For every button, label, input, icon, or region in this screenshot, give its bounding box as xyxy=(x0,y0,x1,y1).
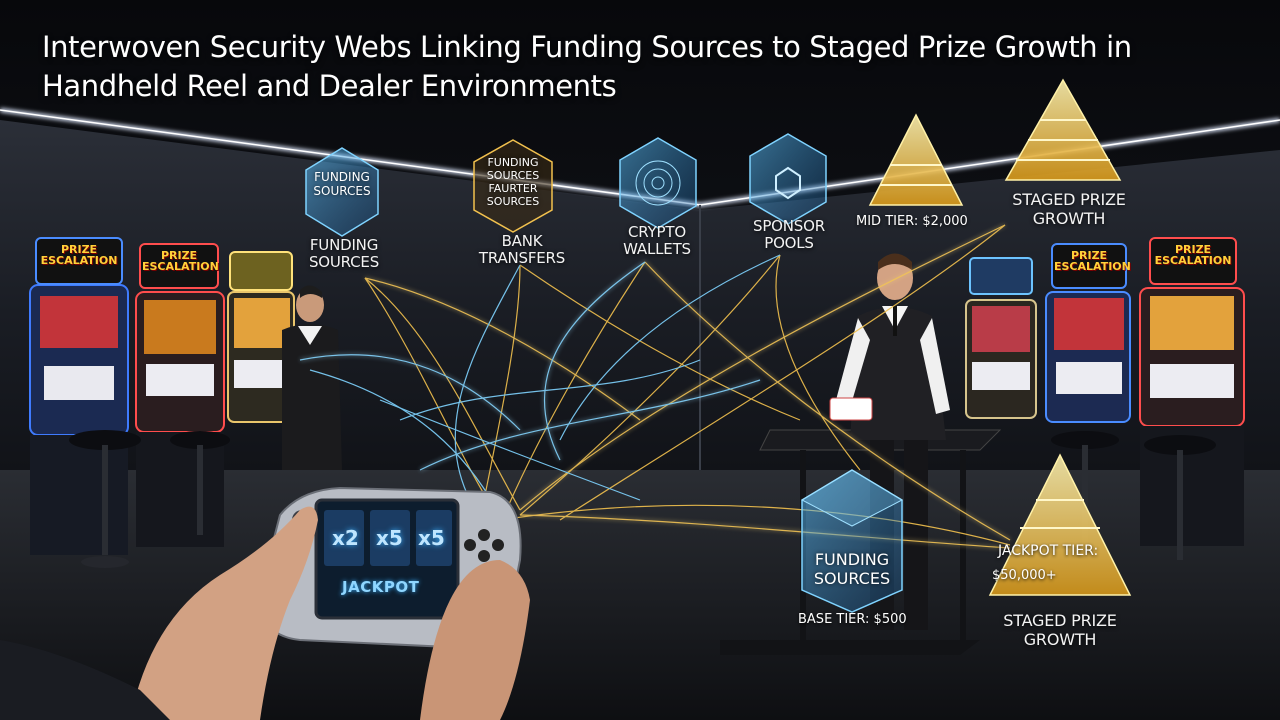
marquee-prize-escalation-right-2: PRIZE ESCALATION xyxy=(1054,249,1131,273)
marquee-prize-escalation-left-2: PRIZE ESCALATION xyxy=(142,249,219,273)
handheld-multiplier-3: x5 xyxy=(418,526,445,550)
handheld-multiplier-2: x5 xyxy=(376,526,403,550)
pyramid-jackpot-tier xyxy=(988,453,1132,596)
page-title: Interwoven Security Webs Linking Funding… xyxy=(42,30,1132,103)
slot-machine-left-1 xyxy=(29,237,129,555)
slot-machine-right-1 xyxy=(965,257,1037,419)
cube-funding-sources-1 xyxy=(305,147,379,237)
label-mid-tier: MID TIER: $2,000 xyxy=(856,214,968,229)
pyramid-top-right xyxy=(1004,78,1122,181)
marquee-prize-escalation-left-1: PRIZE ESCALATION xyxy=(40,243,118,267)
security-web-strands xyxy=(299,223,1011,550)
dealer-left-figure xyxy=(282,285,342,470)
label-staged-prize-growth-top: STAGED PRIZE GROWTH xyxy=(1012,190,1126,228)
cube-label-1: FUNDING SOURCES xyxy=(313,170,371,198)
handheld-multiplier-1: x2 xyxy=(332,526,359,550)
pyramid-mid-tier xyxy=(868,113,964,206)
cube-sponsor xyxy=(749,133,827,225)
label-staged-prize-growth-bottom: STAGED PRIZE GROWTH xyxy=(1003,611,1117,649)
hands xyxy=(0,506,530,720)
label-bank-transfers: BANK TRANSFERS xyxy=(478,232,566,267)
label-jackpot-amount: $50,000+ xyxy=(992,568,1057,583)
cube-funding-sources-2 xyxy=(473,139,553,233)
label-crypto-wallets: CRYPTO WALLETS xyxy=(623,223,691,258)
cube-label-2: FUNDING SOURCES FAURTER SOURCES xyxy=(486,156,540,208)
slot-machine-right-2 xyxy=(1045,243,1131,423)
label-base-tier: BASE TIER: $500 xyxy=(798,612,907,627)
cube-base-tier xyxy=(800,469,904,613)
cube-crypto xyxy=(619,137,697,229)
slot-machine-right-3 xyxy=(1139,237,1245,546)
marquee-prize-escalation-right-3: PRIZE ESCALATION xyxy=(1154,243,1232,267)
label-funding-sources: FUNDING SOURCES xyxy=(308,236,380,271)
slot-machine-left-3 xyxy=(227,251,295,423)
cube-label-bottom: FUNDING SOURCES xyxy=(813,550,891,588)
label-sponsor-pools: SPONSOR POOLS xyxy=(753,217,825,252)
handheld-jackpot-label: JACKPOT xyxy=(342,578,420,596)
label-jackpot-tier: JACKPOT TIER: xyxy=(998,543,1099,559)
slot-machine-left-2 xyxy=(135,243,225,547)
